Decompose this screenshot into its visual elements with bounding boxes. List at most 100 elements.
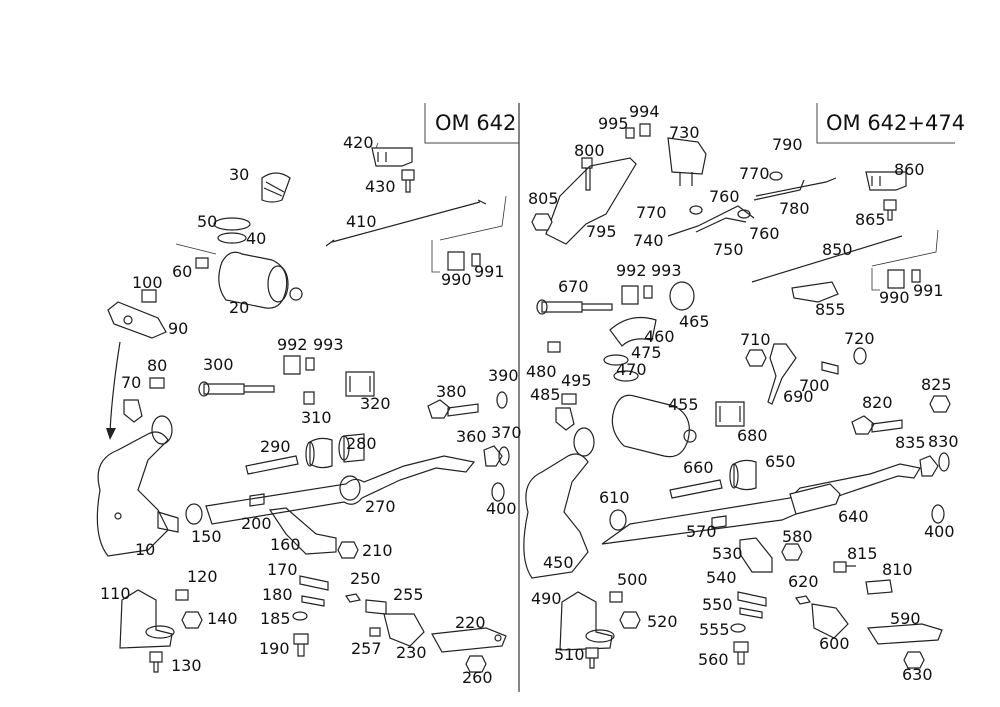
left-part-label: 20	[229, 298, 249, 317]
left-part-label: 190	[259, 639, 290, 658]
right-part-label: 450	[543, 553, 574, 572]
left-part-label: 992	[277, 335, 308, 354]
right-part-label: 800	[574, 141, 605, 160]
right-parts	[523, 123, 951, 669]
left-part-label: 420	[343, 133, 374, 152]
right-part-label: 992	[616, 261, 647, 280]
right-part-label: 780	[779, 199, 810, 218]
right-part-label: 850	[822, 240, 853, 259]
right-part-label: 470	[616, 360, 647, 379]
left-part-label: 60	[172, 262, 192, 281]
right-part-label: 750	[713, 240, 744, 259]
left-part-label: 70	[121, 373, 141, 392]
left-part-label: 230	[396, 643, 427, 662]
right-part-label: 830	[928, 432, 959, 451]
left-parts	[96, 142, 510, 673]
right-part-label: 991	[913, 281, 944, 300]
right-part-label: 993	[651, 261, 682, 280]
right-part-label: 790	[772, 135, 803, 154]
right-part-label: 855	[815, 300, 846, 319]
left-part-label: 170	[267, 560, 298, 579]
right-part-label: 455	[668, 395, 699, 414]
left-part-label: 80	[147, 356, 167, 375]
right-part-label: 620	[788, 572, 819, 591]
right-part-label: 700	[799, 376, 830, 395]
left-part-label: 50	[197, 212, 217, 231]
right-part-label: 570	[686, 522, 717, 541]
right-part-label: 770	[739, 164, 770, 183]
right-part-label: 400	[924, 522, 955, 541]
left-part-label: 280	[346, 434, 377, 453]
right-part-label: 510	[554, 645, 585, 664]
right-part-label: 865	[855, 210, 886, 229]
left-part-label: 40	[246, 229, 266, 248]
right-part-label: 475	[631, 343, 662, 362]
left-part-label: 30	[229, 165, 249, 184]
right-part-label: 740	[633, 231, 664, 250]
left-part-label: 100	[132, 273, 163, 292]
left-part-label: 90	[168, 319, 188, 338]
left-part-label: 130	[171, 656, 202, 675]
right-part-label: 810	[882, 560, 913, 579]
right-part-label: 805	[528, 189, 559, 208]
left-part-label: 370	[491, 423, 522, 442]
right-part-label: 495	[561, 371, 592, 390]
left-part-label: 150	[191, 527, 222, 546]
left-part-label: 310	[301, 408, 332, 427]
left-part-label: 257	[351, 639, 382, 658]
left-part-label: 410	[346, 212, 377, 231]
right-part-label: 630	[902, 665, 933, 684]
left-part-label: 430	[365, 177, 396, 196]
left-part-label: 200	[241, 514, 272, 533]
right-part-label: 680	[737, 426, 768, 445]
right-part-label: 485	[530, 385, 561, 404]
right-part-label: 480	[526, 362, 557, 381]
right-part-label: 770	[636, 203, 667, 222]
left-part-label: 993	[313, 335, 344, 354]
right-part-label: 835	[895, 433, 926, 452]
left-part-label: 300	[203, 355, 234, 374]
right-part-label: 555	[699, 620, 730, 639]
right-part-label: 820	[862, 393, 893, 412]
right-part-label: 500	[617, 570, 648, 589]
left-part-label: 250	[350, 569, 381, 588]
right-part-label: 670	[558, 277, 589, 296]
right-part-label: 720	[844, 329, 875, 348]
right-part-label: 640	[838, 507, 869, 526]
left-part-label: 991	[474, 262, 505, 281]
left-part-label: 360	[456, 427, 487, 446]
left-part-label: 120	[187, 567, 218, 586]
right-part-label: 995	[598, 114, 629, 133]
left-part-label: 180	[262, 585, 293, 604]
right-part-label: 650	[765, 452, 796, 471]
right-part-label: 795	[586, 222, 617, 241]
left-part-label: 290	[260, 437, 291, 456]
left-part-label: 400	[486, 499, 517, 518]
right-part-label: 690	[783, 387, 814, 406]
right-part-label: 550	[702, 595, 733, 614]
left-part-label: 380	[436, 382, 467, 401]
right-part-label: 600	[819, 634, 850, 653]
right-part-label: 590	[890, 609, 921, 628]
panel-title-frame-left: OM 642	[424, 103, 519, 144]
panel-title-left: OM 642	[435, 111, 516, 135]
left-part-label: 255	[393, 585, 424, 604]
right-part-label: 610	[599, 488, 630, 507]
right-part-label: 815	[847, 544, 878, 563]
right-part-label: 560	[698, 650, 729, 669]
right-part-label: 580	[782, 527, 813, 546]
left-part-label: 110	[100, 584, 131, 603]
right-part-label: 825	[921, 375, 952, 394]
left-part-label: 220	[455, 613, 486, 632]
left-part-label: 210	[362, 541, 393, 560]
right-part-label: 530	[712, 544, 743, 563]
right-part-label: 860	[894, 160, 925, 179]
right-part-label: 490	[531, 589, 562, 608]
left-part-label: 390	[488, 366, 519, 385]
right-part-label: 460	[644, 327, 675, 346]
left-part-label: 140	[207, 609, 238, 628]
right-part-label: 660	[683, 458, 714, 477]
right-part-label: 540	[706, 568, 737, 587]
